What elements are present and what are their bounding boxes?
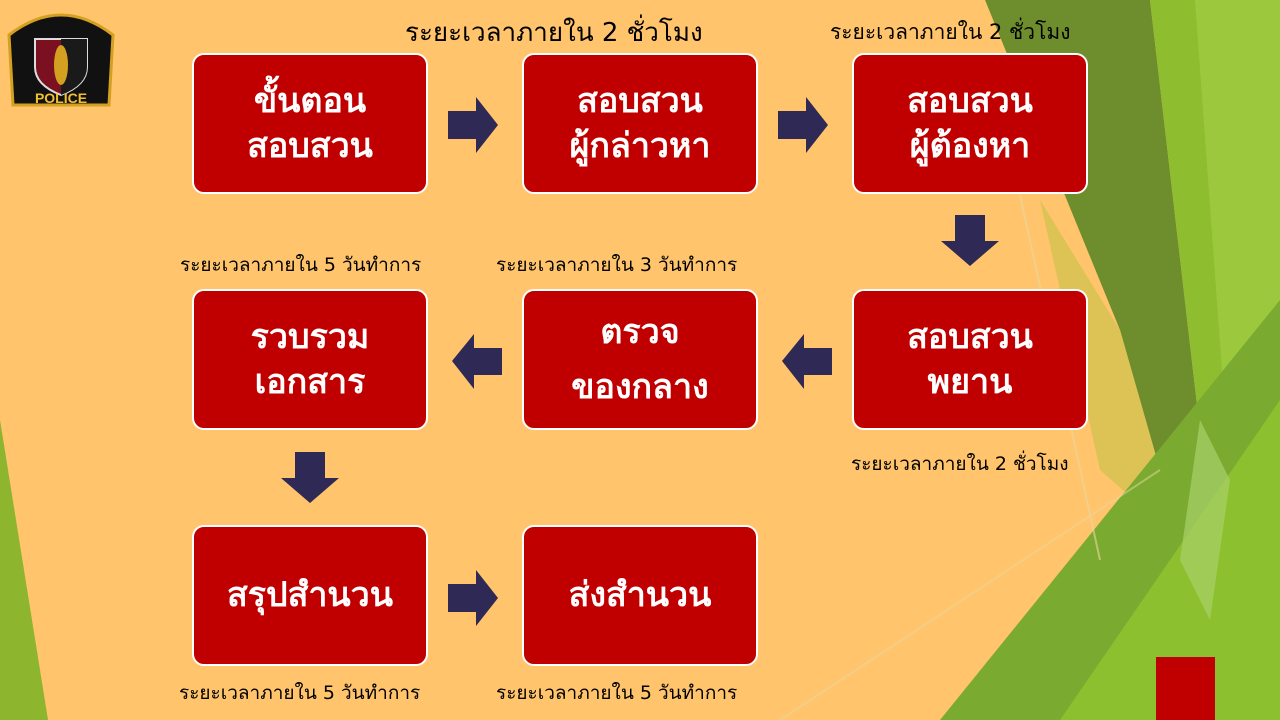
step-submit-case: ส่งสำนวน: [522, 525, 758, 666]
step-collect-documents: รวบรวมเอกสาร: [192, 289, 428, 430]
decorative-square: [1156, 657, 1215, 720]
step-text: ผู้ต้องหา: [909, 125, 1031, 166]
arrow-right-icon: [448, 570, 498, 626]
arrow-down-icon: [941, 215, 999, 266]
step-summarize-case: สรุปสำนวน: [192, 525, 428, 666]
step-text: ผู้กล่าวหา: [569, 125, 711, 166]
arrow-left-icon: [782, 334, 832, 389]
police-logo: POLICE: [7, 13, 115, 107]
step-text: ขั้นตอน: [253, 81, 367, 122]
step-question-accuser: สอบสวนผู้กล่าวหา: [522, 53, 758, 194]
duration-label: ระยะเวลาภายใน 5 วันทำการ: [179, 682, 421, 704]
svg-text:POLICE: POLICE: [35, 90, 87, 106]
duration-label: ระยะเวลาภายใน 2 ชั่วโมง: [830, 20, 1071, 44]
arrow-right-icon: [778, 97, 828, 153]
duration-label: ระยะเวลาภายใน 5 วันทำการ: [496, 682, 738, 704]
step-question-witness: สอบสวนพยาน: [852, 289, 1088, 430]
step-text: สอบสวน: [247, 125, 373, 166]
duration-label: ระยะเวลาภายใน 5 วันทำการ: [180, 254, 422, 276]
duration-label: ระยะเวลาภายใน 2 ชั่วโมง: [405, 18, 703, 48]
step-text: ตรวจ: [600, 312, 680, 353]
step-text: พยาน: [927, 361, 1013, 402]
step-text: ส่งสำนวน: [568, 575, 712, 616]
arrow-down-icon: [281, 452, 339, 503]
step-inspect-evidence: ตรวจของกลาง: [522, 289, 758, 430]
step-text: ของกลาง: [571, 366, 709, 407]
step-text: สอบสวน: [907, 317, 1033, 358]
duration-label: ระยะเวลาภายใน 2 ชั่วโมง: [851, 453, 1069, 475]
step-text: สอบสวน: [577, 81, 703, 122]
step-text: สรุปสำนวน: [226, 575, 393, 616]
duration-label: ระยะเวลาภายใน 3 วันทำการ: [496, 254, 738, 276]
step-question-accused: สอบสวนผู้ต้องหา: [852, 53, 1088, 194]
arrow-left-icon: [452, 334, 502, 389]
step-text: รวบรวม: [250, 317, 370, 358]
arrow-right-icon: [448, 97, 498, 153]
step-text: เอกสาร: [254, 361, 366, 402]
step-text: สอบสวน: [907, 81, 1033, 122]
step-investigation-process: ขั้นตอนสอบสวน: [192, 53, 428, 194]
